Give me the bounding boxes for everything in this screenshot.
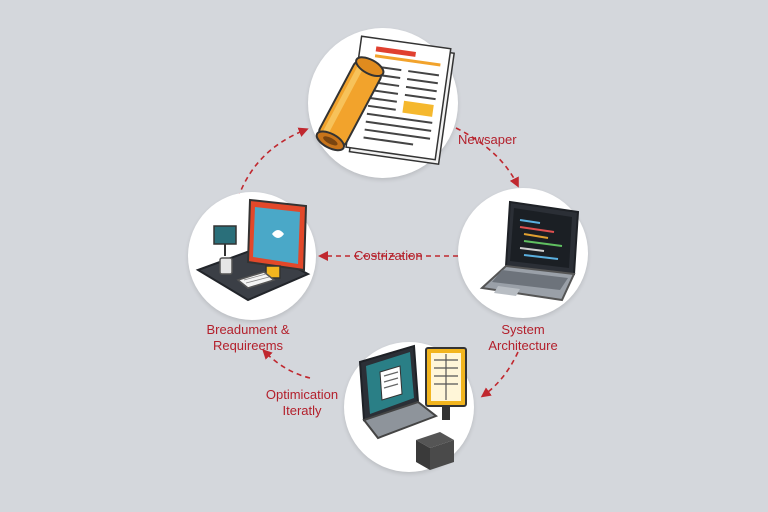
node-system-architecture xyxy=(458,188,588,318)
arrow-optimization-to-requirements xyxy=(262,349,311,379)
label-optimization: Optimication Iteratly xyxy=(256,387,348,419)
node-newspaper xyxy=(308,28,458,178)
workstation-monitor-icon xyxy=(195,198,311,302)
label-requirements: Breadument & Requireems xyxy=(196,322,300,354)
arrow-newspaper-to-system xyxy=(455,127,519,188)
label-system-line2: Architecture xyxy=(488,338,558,353)
desktop-documents-icon xyxy=(358,344,467,470)
rolled-newspaper-icon xyxy=(315,35,456,166)
label-requirements-line1: Breadument & xyxy=(206,322,290,337)
label-optimization-line2: Iteratly xyxy=(282,403,322,418)
label-requirements-line2: Requireems xyxy=(212,338,284,353)
label-system-line1: System xyxy=(501,322,545,337)
label-optimization-line1: Optimication xyxy=(265,387,339,402)
arrow-requirements-to-newspaper xyxy=(237,127,309,199)
arrow-system-to-optimization xyxy=(480,351,519,398)
laptop-code-icon xyxy=(479,200,580,302)
label-system-architecture: System Architecture xyxy=(478,322,568,354)
node-requirements xyxy=(188,192,316,320)
label-newspaper: Newsaper xyxy=(458,132,517,147)
node-optimization xyxy=(344,342,474,472)
label-center-connector: Costrization xyxy=(354,248,423,263)
